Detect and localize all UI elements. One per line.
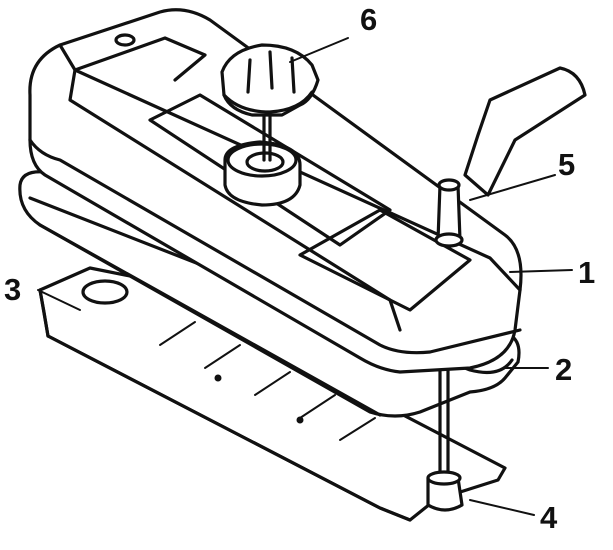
- callout-6: 6: [360, 2, 377, 37]
- callout-1: 1: [578, 255, 595, 290]
- callout-2: 2: [555, 352, 572, 387]
- leader-lines: [37, 37, 573, 516]
- leader-3: [37, 289, 81, 311]
- callout-5: 5: [558, 147, 575, 182]
- part-3-baffle-plate: [38, 266, 507, 522]
- part-1-valve-cover: [28, 8, 523, 374]
- part-6-filler-cap: [220, 43, 320, 162]
- leader-1: [509, 269, 573, 273]
- leader-5: [469, 174, 556, 201]
- callout-4: 4: [540, 500, 558, 535]
- leader-4: [469, 499, 535, 516]
- callout-3: 3: [4, 272, 21, 307]
- part-5-breather-hose: [434, 66, 587, 248]
- part-4-stud-bolt: [426, 358, 464, 512]
- leader-6: [289, 37, 349, 63]
